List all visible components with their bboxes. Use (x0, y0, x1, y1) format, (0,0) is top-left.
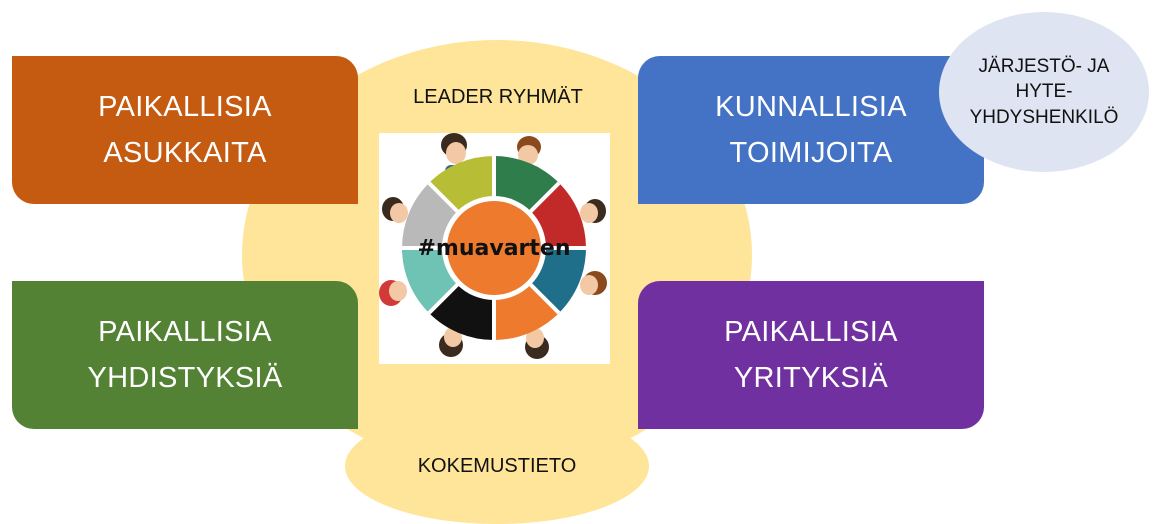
municipal-actors-box: KUNNALLISIA TOIMIJOITA (638, 56, 984, 204)
muavarten-hashtag: #muavarten (417, 236, 570, 261)
companies-box: PAIKALLISIA YRITYKSIÄ (638, 281, 984, 429)
residents-line1: PAIKALLISIA (98, 90, 272, 123)
contact-person-callout: JÄRJESTÖ- JA HYTE- YHDYSHENKILÖ (939, 12, 1149, 172)
muavarten-illustration: #muavarten (379, 133, 610, 364)
municipal-line2: TOIMIJOITA (729, 137, 893, 169)
residents-box: PAIKALLISIA ASUKKAITA (12, 56, 358, 204)
associations-line2: YHDISTYKSIÄ (87, 362, 283, 394)
companies-line2: YRITYKSIÄ (733, 362, 889, 394)
companies-line1: PAIKALLISIA (724, 315, 898, 348)
callout-line3: YHDYSHENKILÖ (969, 106, 1119, 128)
associations-line1: PAIKALLISIA (98, 315, 272, 348)
municipal-line1: KUNNALLISIA (715, 90, 907, 123)
round-table (402, 156, 586, 340)
callout-line2: HYTE- (1015, 81, 1073, 103)
callout-line1: JÄRJESTÖ- JA (978, 55, 1110, 77)
leader-groups-label: LEADER RYHMÄT (413, 86, 583, 108)
residents-line2: ASUKKAITA (103, 137, 267, 169)
experience-knowledge-ellipse: KOKEMUSTIETO (345, 408, 649, 524)
experience-knowledge-label: KOKEMUSTIETO (417, 454, 577, 477)
associations-box: PAIKALLISIA YHDISTYKSIÄ (12, 281, 358, 429)
